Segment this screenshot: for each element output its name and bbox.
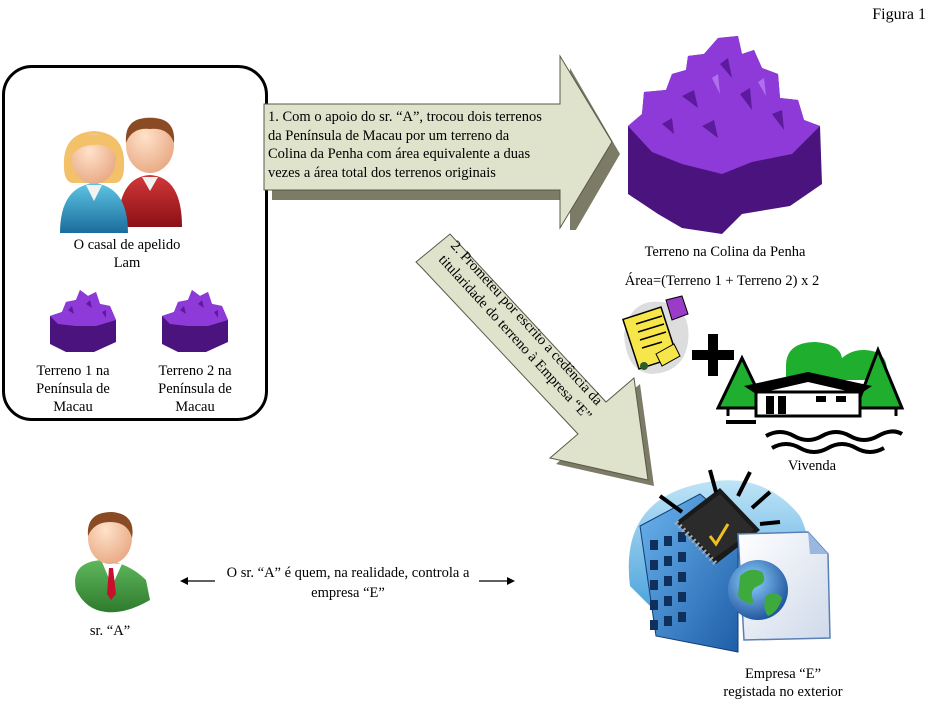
arrow-1 <box>263 54 620 230</box>
company-label-line2: registada no exterior <box>723 684 843 700</box>
arrow-2: 2. Prometeu por escrito a cedência da ti… <box>415 233 654 486</box>
mr-a-label: sr. “A” <box>89 623 131 639</box>
arrow-1-line2: da Península de Macau por um terreno da <box>268 127 510 144</box>
control-note-line1: O sr. “A” é quem, na realidade, controla… <box>226 565 470 581</box>
house-label: Vivenda <box>787 458 837 474</box>
control-note: O sr. “A” é quem, na realidade, controla… <box>202 564 494 602</box>
contract-document-icon <box>622 295 689 374</box>
lot2-land-icon <box>162 290 228 352</box>
lot1-label-line2: Península de <box>36 381 110 397</box>
lot2-label-line1: Terreno 2 na <box>158 363 232 379</box>
couple-label: O casal de apelido Lam <box>42 236 212 272</box>
couple-label-line1: O casal de apelido <box>73 237 181 253</box>
figure-label: Figura 1 <box>872 6 926 23</box>
arrow-1-line4: vezes a área total dos terrenos originai… <box>268 164 496 181</box>
mr-a-icon <box>75 512 150 613</box>
house-icon <box>716 342 905 454</box>
lot1-land-icon <box>50 290 116 352</box>
lot1-label-line3: Macau <box>53 399 93 415</box>
company-label: Empresa “E” registada no exterior <box>690 665 876 701</box>
arrow-1-line3: Colina da Penha com área equivalente a d… <box>268 146 531 162</box>
arrow-1-line1: 1. Com o apoio do sr. “A”, trocou dois t… <box>268 109 542 125</box>
lot2-label-line2: Península de <box>158 381 232 397</box>
lot2-label-line3: Macau <box>175 399 215 415</box>
lot1-label-line1: Terreno 1 na <box>36 363 110 379</box>
company-label-line1: Empresa “E” <box>744 666 822 682</box>
arrow-2-line1: 2. Prometeu por escrito a cedência da <box>447 238 606 409</box>
plus-icon <box>692 334 734 376</box>
couple-box <box>2 65 268 421</box>
penha-land-area: Área=(Terreno 1 + Terreno 2) x 2 <box>624 273 820 289</box>
control-arrow-right <box>479 577 515 585</box>
couple-icon <box>60 117 182 233</box>
arrow-1-text: 1. Com o apoio do sr. “A”, trocou dois t… <box>268 108 568 182</box>
lot1-label: Terreno 1 na Península de Macau <box>18 362 128 416</box>
penha-land-icon <box>628 36 822 234</box>
lot2-label: Terreno 2 na Península de Macau <box>140 362 250 416</box>
company-icon <box>628 469 831 653</box>
control-note-line2: empresa “E” <box>311 585 385 601</box>
arrow-2-line2: titularidade do terreno à Empresa “E” <box>435 252 594 424</box>
control-arrow-left <box>180 577 215 585</box>
penha-land-title: Terreno na Colina da Penha <box>644 244 806 260</box>
couple-label-line2: Lam <box>113 255 141 271</box>
